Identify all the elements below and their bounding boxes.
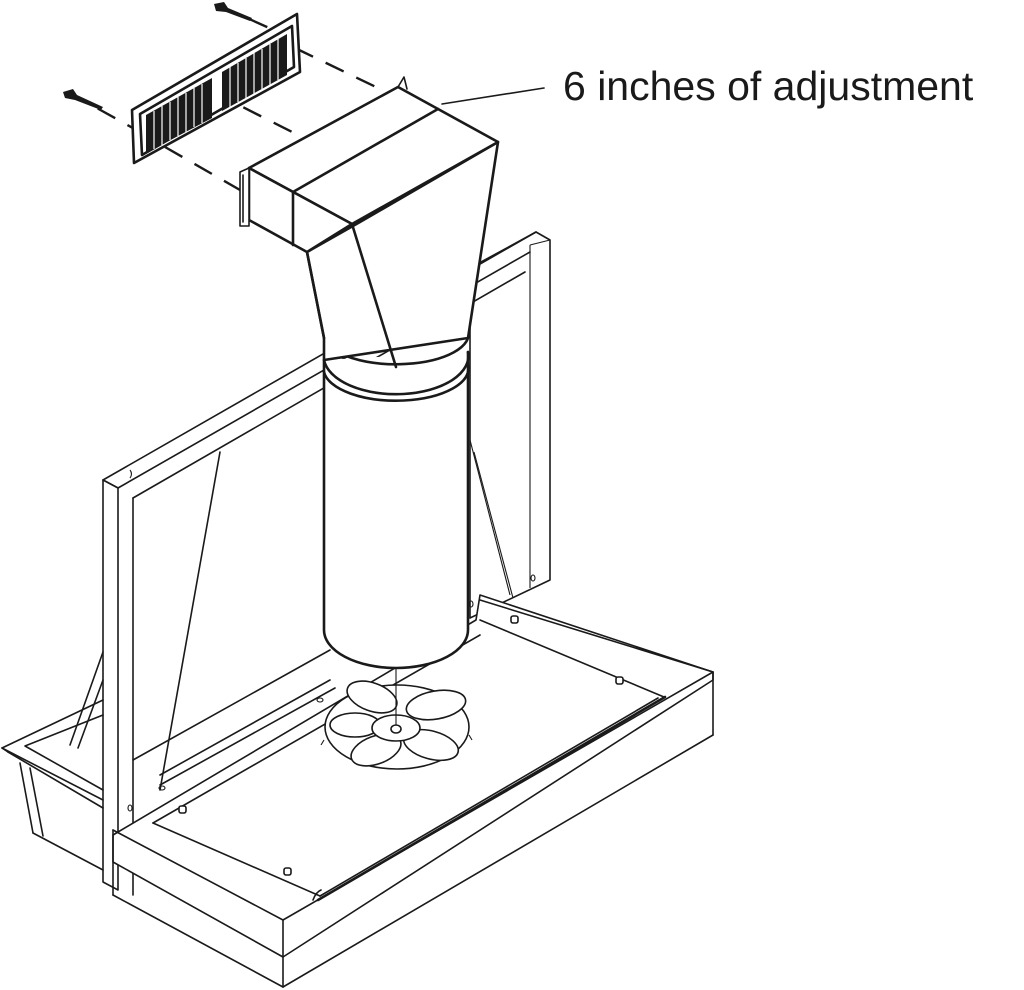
callout-label: 6 inches of adjustment: [563, 63, 974, 109]
duct-transition: [305, 140, 500, 369]
cabinet-frame: [102, 231, 551, 896]
wall-cap-grille: [130, 12, 302, 165]
round-duct: [322, 328, 470, 670]
callout-leader-line: [441, 87, 545, 105]
blower-fan-icon: [320, 668, 473, 770]
mounting-bolt-icons: [127, 574, 624, 876]
duct-transition-extension: [239, 76, 500, 254]
screw-icons: [63, 2, 252, 110]
left-cabinet-shelf: [1, 651, 104, 871]
hood-body: [112, 574, 714, 988]
